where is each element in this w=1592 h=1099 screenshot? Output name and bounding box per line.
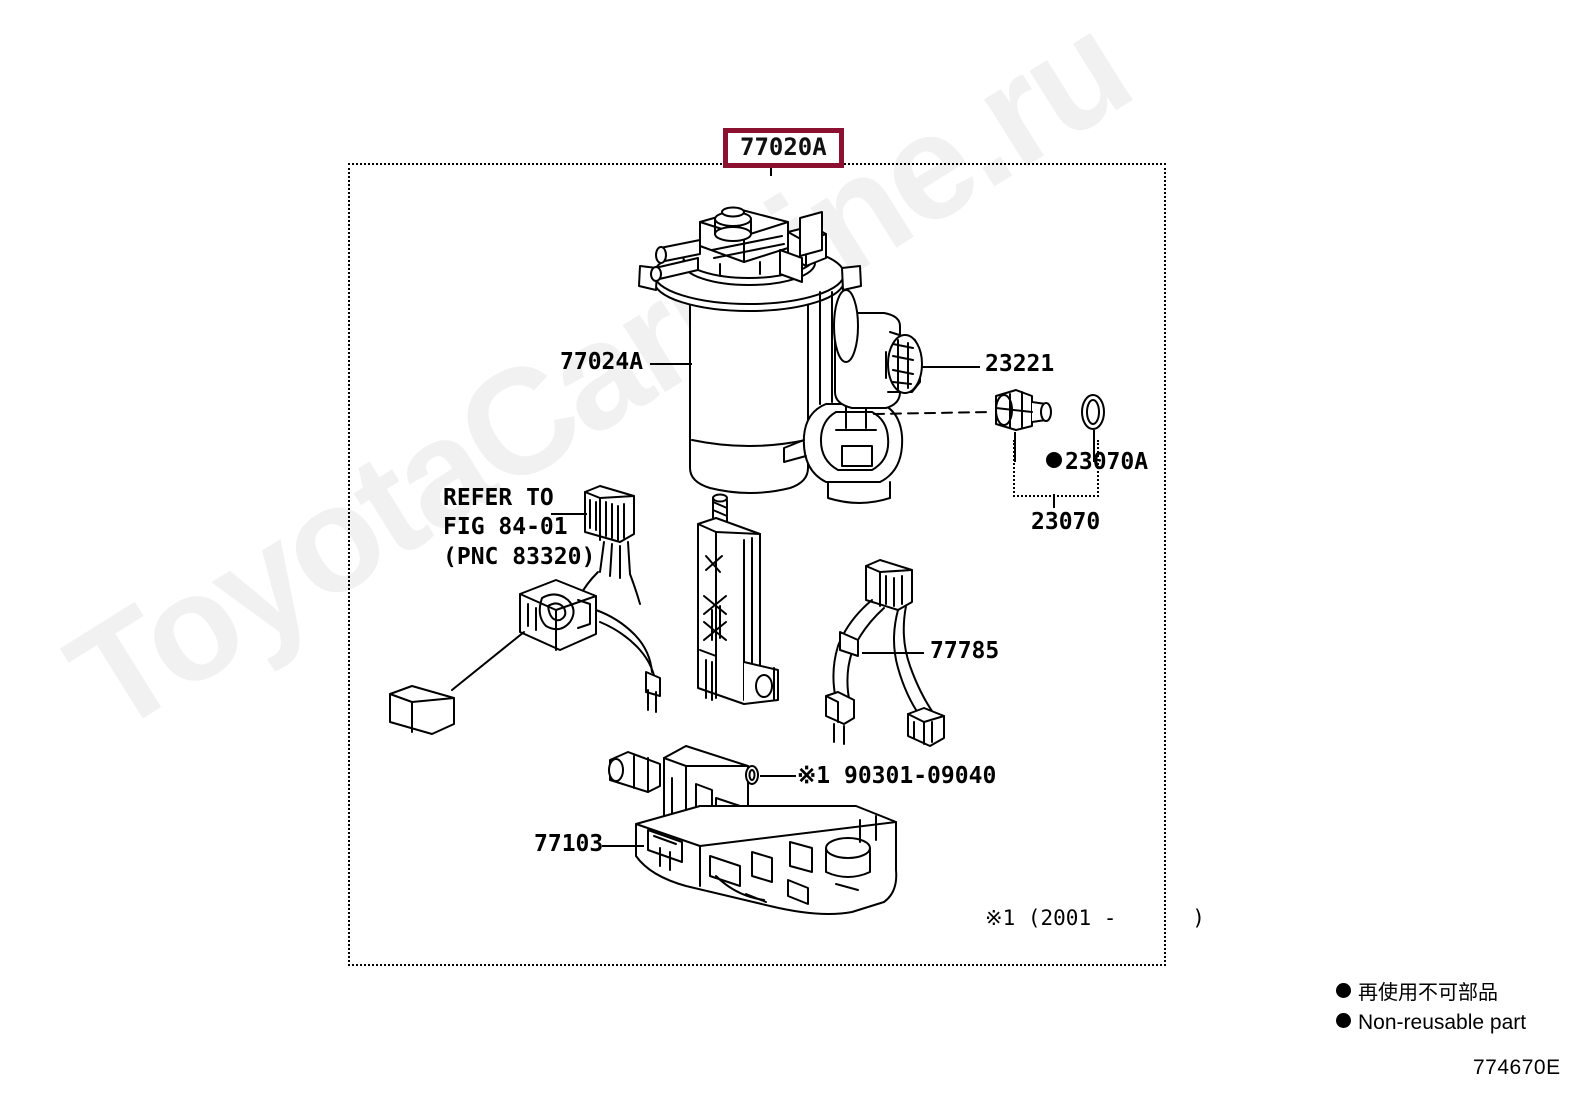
callout-23070-label[interactable]: 23070 <box>1031 509 1101 535</box>
non-reusable-bullet-icon <box>1046 452 1062 468</box>
refer-to-leader <box>551 513 587 515</box>
callout-90301-09040-label[interactable]: ※1 90301-09040 <box>797 763 997 789</box>
callout-77024a-leader <box>650 363 692 365</box>
drawing-number: 774670E <box>1473 1056 1561 1079</box>
callout-23070a-label[interactable]: 23070A <box>1046 448 1148 477</box>
callout-77103-leader <box>602 845 644 847</box>
callout-77785-leader <box>862 652 924 654</box>
legend-japanese-text: 再使用不可部品 <box>1358 980 1498 1004</box>
callout-23221-label[interactable]: 23221 <box>985 351 1055 377</box>
non-reusable-bullet-icon <box>1336 983 1351 998</box>
callout-23070-bracket <box>1013 440 1099 497</box>
refer-to-line-2: FIG 84-01 <box>443 514 568 541</box>
main-badge-stem <box>770 163 772 176</box>
legend-english-text: Non-reusable part <box>1358 1011 1527 1034</box>
callout-23070-stem <box>1053 494 1055 508</box>
refer-to-line-3: (PNC 83320) <box>443 543 596 570</box>
callout-90301-09040-leader <box>760 775 796 777</box>
callout-77103-label[interactable]: 77103 <box>534 831 604 857</box>
legend-row-english: Non-reusable part <box>1336 1008 1526 1038</box>
refer-to-line-1: REFER TO <box>443 485 554 511</box>
callout-23070a-stem <box>1093 430 1095 462</box>
non-reusable-bullet-icon <box>1336 1013 1351 1028</box>
legend: 再使用不可部品 Non-reusable part <box>1336 978 1526 1038</box>
callout-77785-label[interactable]: 77785 <box>930 638 1000 664</box>
main-part-number-badge[interactable]: 77020A <box>723 128 844 169</box>
legend-row-japanese: 再使用不可部品 <box>1336 978 1526 1008</box>
refer-to-note[interactable]: REFER TO FIG 84-01 (PNC 83320) <box>443 484 595 572</box>
callout-23221-leader <box>922 366 980 368</box>
date-range-note: ※1 (2001 - ) <box>985 906 1205 930</box>
callout-23070-stem-left <box>1014 432 1016 462</box>
callout-77024a-label[interactable]: 77024A <box>560 349 644 375</box>
